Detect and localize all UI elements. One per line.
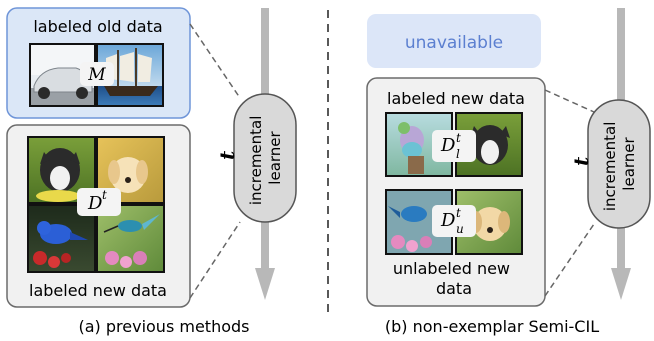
unlabeled-symbol-box (432, 205, 476, 237)
caption-a: (a) previous methods (79, 317, 250, 336)
time-symbol-b: t (569, 156, 593, 166)
labeled-subscript: l (456, 147, 460, 161)
unavailable-label: unavailable (405, 33, 503, 53)
caption-b: (b) non-exemplar Semi-CIL (385, 317, 599, 336)
unlabeled-new-label: unlabeled new data (393, 259, 515, 298)
memory-symbol: M (87, 65, 106, 85)
dataset-symbol-box (77, 188, 121, 216)
bluebird-image (27, 204, 96, 273)
learner-b (587, 99, 651, 229)
new-data-label: labeled new data (29, 281, 167, 300)
unlabeled-superscript: t (456, 206, 461, 220)
labeled-new-label: labeled new data (387, 89, 525, 108)
labeled-superscript: t (456, 131, 461, 145)
labeled-symbol-box (432, 130, 476, 162)
labeled-symbol: D (440, 135, 456, 156)
unavailable-box (367, 14, 541, 68)
old-data-label: labeled old data (33, 17, 162, 36)
hummingbird-image (96, 204, 165, 273)
dataset-superscript: t (102, 188, 107, 202)
kingfisher-image (385, 189, 453, 255)
learner-a (233, 93, 297, 223)
connector-a-bottom (189, 221, 241, 299)
dataset-symbol: D (87, 193, 103, 214)
learner-a-label: incremental learner (247, 111, 284, 205)
unlabeled-symbol: D (440, 210, 456, 231)
time-symbol-a: t (215, 150, 239, 160)
connector-b-bottom (544, 223, 595, 297)
connector-b-top (544, 89, 595, 113)
car-image (29, 43, 96, 107)
learner-b-label: incremental learner (601, 117, 638, 211)
connector-a-top (189, 23, 241, 99)
memory-symbol-box (80, 62, 114, 86)
unlabeled-subscript: u (456, 222, 464, 236)
